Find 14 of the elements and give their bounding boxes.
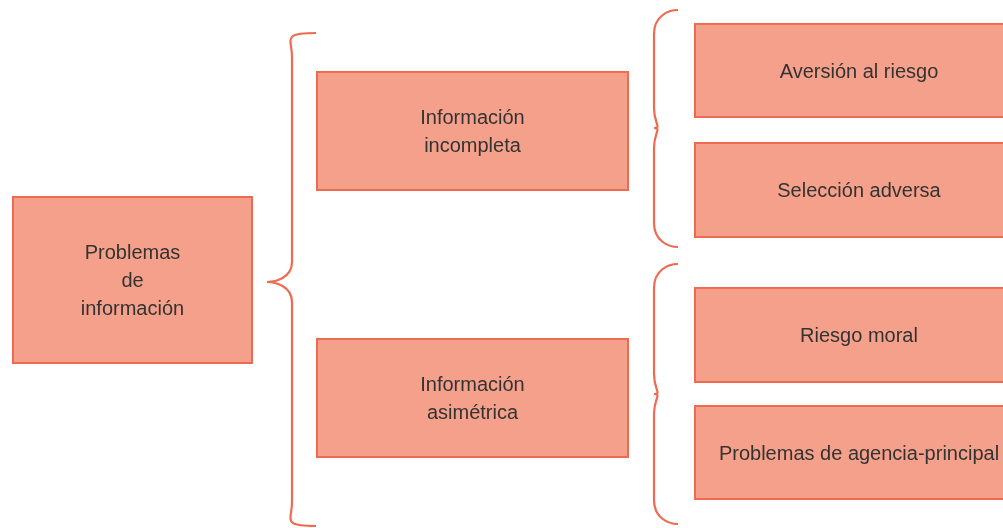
box-label: Problemas de agencia-principal [717,440,1001,466]
concept-box [694,23,1003,118]
concept-box [316,71,629,191]
concept-box [12,196,253,364]
concept-box [694,287,1003,383]
box-label: Información asimétrica [419,372,526,425]
box-label: Riesgo moral [799,323,919,348]
concept-box [694,405,1003,500]
concept-box [316,338,629,458]
box-label: Problemas de información [79,240,186,321]
box-label: Información incompleta [419,105,526,158]
box-label: Selección adversa [776,178,942,203]
box-label: Aversión al riesgo [778,58,940,84]
concept-box [694,142,1003,238]
